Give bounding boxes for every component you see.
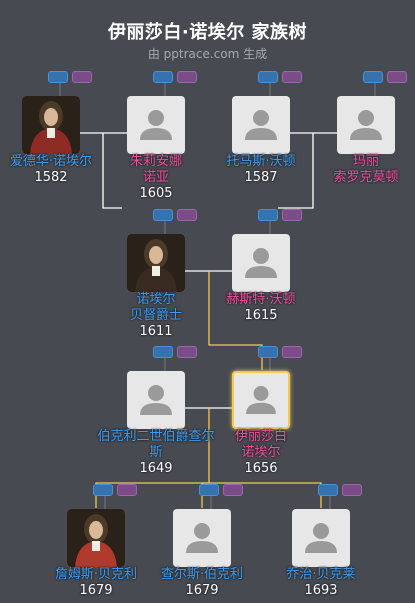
birth-year: 1615 [244, 308, 278, 323]
person-name[interactable]: 诺埃尔 [241, 445, 281, 460]
person-placeholder-icon [246, 386, 276, 414]
add-father-button[interactable] [153, 71, 173, 83]
person-card-juliana[interactable] [127, 96, 185, 154]
person-placeholder-icon [186, 523, 218, 553]
person-name[interactable]: 诺埃尔 [136, 292, 176, 307]
birth-year: 1679 [185, 583, 219, 598]
person-card-george[interactable] [292, 509, 350, 567]
add-father-button[interactable] [153, 346, 173, 358]
person-name[interactable]: 詹姆斯·贝克利 [54, 567, 138, 582]
add-father-button[interactable] [153, 209, 173, 221]
add-father-button[interactable] [93, 484, 113, 496]
birth-year: 1693 [304, 583, 338, 598]
add-mother-button[interactable] [177, 346, 197, 358]
birth-year: 1611 [139, 324, 173, 339]
add-mother-button[interactable] [282, 346, 302, 358]
person-card-thomas[interactable] [232, 96, 290, 154]
add-father-button[interactable] [318, 484, 338, 496]
person-name[interactable]: 乔治·贝克莱 [286, 567, 356, 582]
birth-year: 1605 [139, 186, 173, 201]
add-father-button[interactable] [199, 484, 219, 496]
add-father-button[interactable] [258, 209, 278, 221]
person-name[interactable]: 爱德华·诺埃尔 [9, 154, 93, 169]
add-mother-button[interactable] [282, 71, 302, 83]
birth-year: 1649 [139, 461, 173, 476]
child-line [102, 133, 122, 209]
person-name[interactable]: 朱莉安娜 [129, 154, 182, 169]
person-card-noel[interactable] [127, 234, 185, 292]
page-subtitle: 由 pptrace.com 生成 [147, 47, 268, 61]
person-label: 玛丽索罗克莫顿 [306, 154, 415, 186]
portrait-photo [67, 509, 125, 567]
person-placeholder-icon [350, 110, 382, 140]
birth-year: 1679 [79, 583, 113, 598]
person-placeholder-icon [140, 110, 172, 140]
portrait-photo [22, 96, 80, 154]
person-card-charles[interactable] [173, 509, 231, 567]
person-placeholder-icon [245, 248, 277, 278]
add-mother-button[interactable] [177, 209, 197, 221]
person-card-james[interactable] [67, 509, 125, 567]
birth-year: 1656 [244, 461, 278, 476]
person-card-berkeley[interactable] [127, 371, 185, 429]
person-name[interactable]: 玛丽 [352, 154, 379, 169]
portrait-photo [127, 234, 185, 292]
child-line [278, 133, 314, 209]
add-mother-button[interactable] [223, 484, 243, 496]
page-title: 伊丽莎白·诺埃尔 家族树 [107, 22, 308, 43]
person-card-elizabeth[interactable] [232, 371, 290, 429]
add-mother-button[interactable] [177, 71, 197, 83]
person-placeholder-icon [305, 523, 337, 553]
child-line-highlight [209, 482, 322, 508]
person-placeholder-icon [140, 385, 172, 415]
birth-year: 1587 [244, 170, 278, 185]
person-name[interactable]: 贝督爵士 [129, 308, 182, 323]
person-name[interactable]: 查尔斯·伯克利 [160, 567, 244, 582]
add-father-button[interactable] [258, 71, 278, 83]
add-father-button[interactable] [48, 71, 68, 83]
add-father-button[interactable] [363, 71, 383, 83]
add-mother-button[interactable] [117, 484, 137, 496]
add-mother-button[interactable] [387, 71, 407, 83]
person-name[interactable]: 伯克利二世伯爵查尔斯 [97, 429, 215, 460]
person-placeholder-icon [245, 110, 277, 140]
child-line-highlight [201, 482, 209, 508]
person-card-mary[interactable] [337, 96, 395, 154]
add-father-button[interactable] [258, 346, 278, 358]
person-name[interactable]: 诺亚 [142, 170, 169, 185]
person-name[interactable]: 伊丽莎白 [234, 429, 287, 444]
person-card-edward[interactable] [22, 96, 80, 154]
person-card-hester[interactable] [232, 234, 290, 292]
add-mother-button[interactable] [72, 71, 92, 83]
add-mother-button[interactable] [282, 209, 302, 221]
person-name[interactable]: 索罗克莫顿 [333, 170, 399, 185]
add-mother-button[interactable] [342, 484, 362, 496]
person-name[interactable]: 托马斯·沃顿 [226, 154, 296, 169]
person-name[interactable]: 赫斯特·沃顿 [226, 292, 296, 307]
birth-year: 1582 [34, 170, 68, 185]
